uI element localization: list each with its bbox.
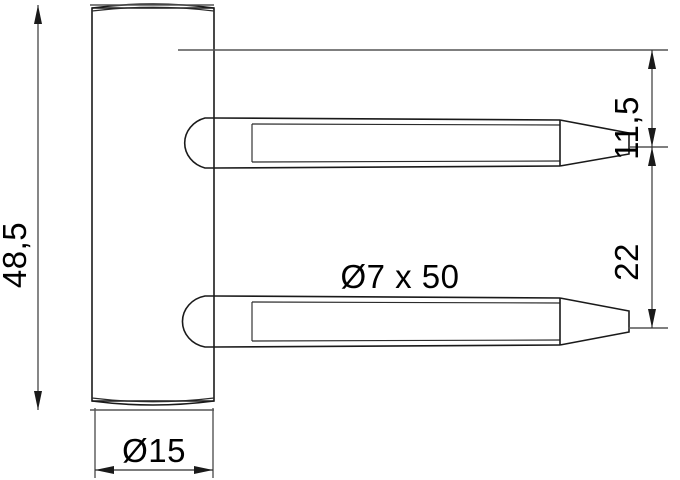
arrowhead-plate-width-left — [95, 466, 114, 474]
mounting-plate-bottom-edge — [91, 400, 215, 406]
arrowhead-pin-spacing-lower-top — [648, 147, 656, 166]
upper-pin-shaft-bottom — [213, 165, 561, 169]
dimension-pin-spacing-lower: 22 — [608, 147, 656, 328]
upper-pin-taper-tip — [559, 119, 630, 167]
mounting-plate — [91, 3, 215, 406]
lower-pin-groove-bottom — [251, 339, 561, 342]
mounting-plate-bottom-inner-edge — [91, 397, 215, 403]
mounting-plate-top-edge — [91, 3, 215, 9]
dimension-pin-spacing-upper: 11,5 — [608, 50, 656, 160]
upper-pin-round-head — [183, 117, 214, 169]
arrowhead-overall-height-top — [34, 5, 42, 24]
dim-label-pin-spacing-upper: 11,5 — [608, 96, 645, 160]
mounting-plate-body — [91, 7, 215, 402]
upper-pin — [183, 117, 630, 169]
dim-label-plate-width: Ø15 — [122, 432, 186, 469]
mounting-plate-top-inner-edge — [91, 6, 215, 12]
upper-pin-groove-top — [251, 123, 561, 126]
lower-pin-shaft-bottom — [213, 344, 561, 348]
dim-label-pin-spacing-lower: 22 — [608, 243, 645, 281]
arrowhead-plate-width-right — [194, 466, 213, 474]
lower-pin — [181, 295, 630, 348]
upper-pin-groove-bottom — [251, 160, 561, 163]
arrowhead-pin-spacing-upper-bottom — [648, 128, 656, 147]
lower-pin-taper-tip — [559, 297, 630, 346]
lower-pin-groove-top — [251, 301, 561, 304]
annotation-pin-size-callout: Ø7 x 50 — [340, 258, 459, 295]
arrowhead-overall-height-bottom — [34, 391, 42, 410]
dimension-overall-height: 48,5 — [0, 5, 42, 410]
arrowhead-pin-spacing-lower-bottom — [648, 309, 656, 328]
upper-pin-shaft-top — [213, 117, 561, 121]
lower-pin-round-head — [181, 295, 214, 348]
arrowhead-pin-spacing-upper-top — [648, 50, 656, 69]
dimension-plate-width: Ø15 — [95, 432, 213, 474]
extension-lines — [90, 4, 668, 478]
lower-pin-shaft-top — [213, 295, 561, 299]
dim-label-overall-height: 48,5 — [0, 222, 33, 288]
